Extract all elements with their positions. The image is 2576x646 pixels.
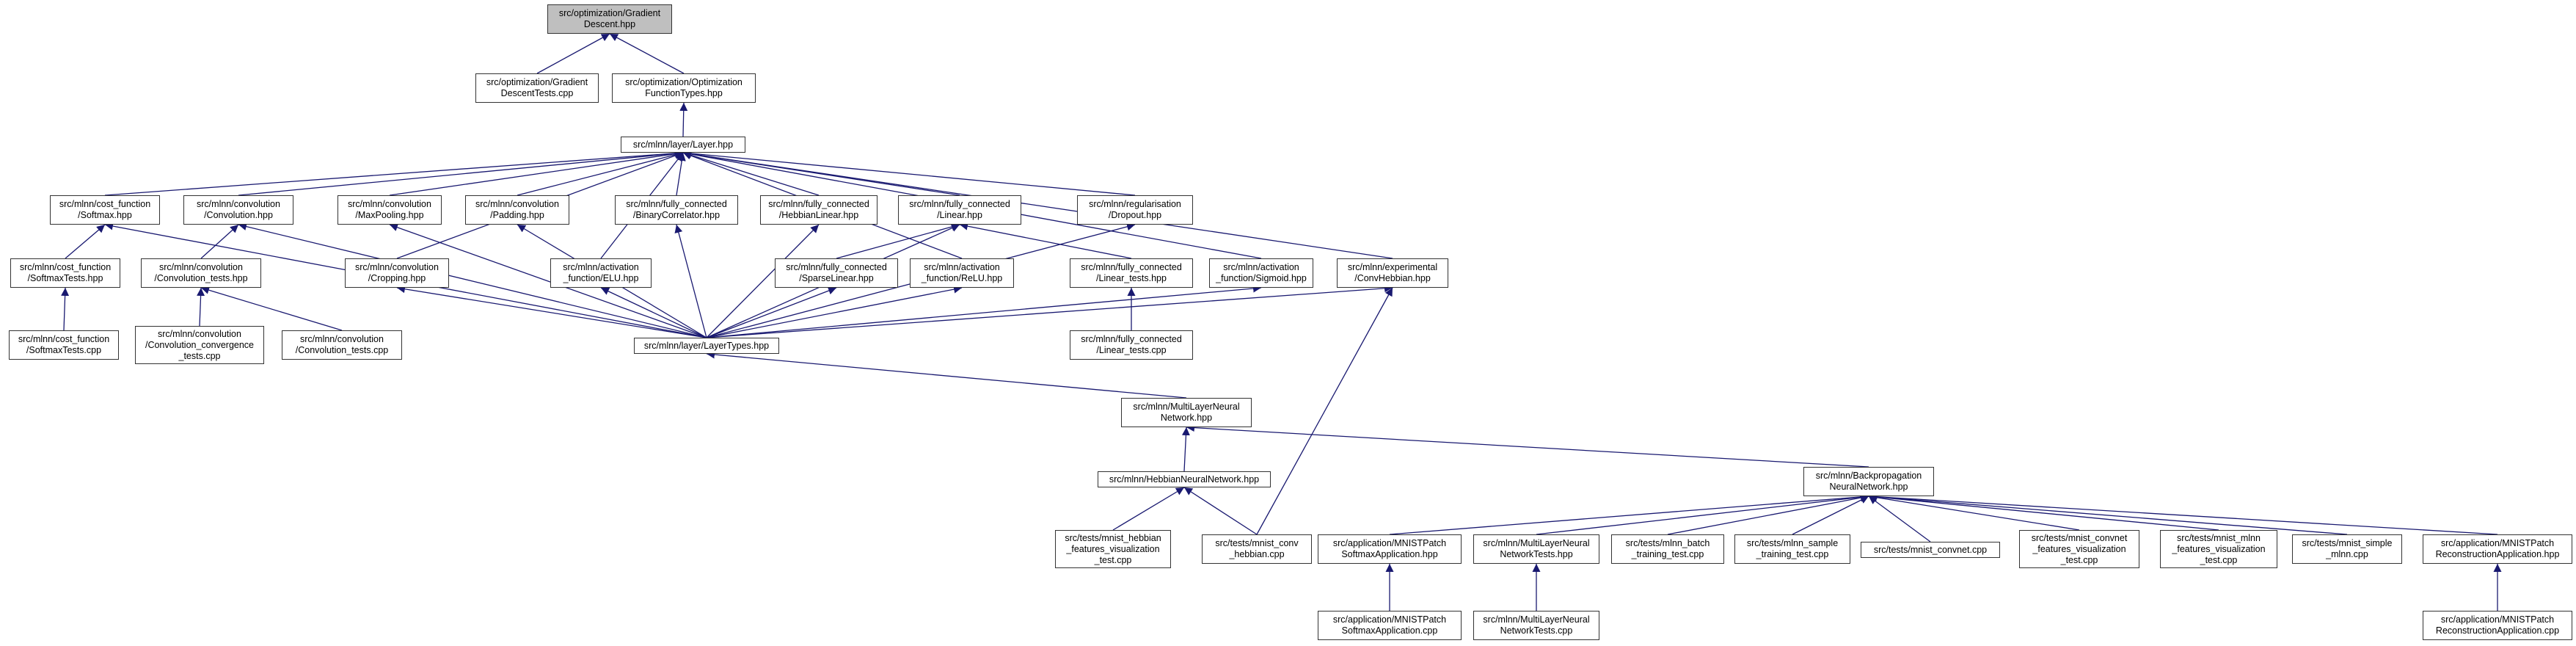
file-node-oft[interactable]: src/optimization/Optimization FunctionTy…	[612, 73, 756, 103]
file-node-appsoftmax[interactable]: src/application/MNISTPatch SoftmaxApplic…	[1318, 534, 1462, 564]
edge-layertypes-to-cropping	[396, 285, 707, 338]
edge-appsoftmax-to-bpnn	[1389, 493, 1869, 535]
edge-sparselin-to-linear	[836, 222, 960, 259]
edge-layertypes-to-bincorr	[674, 224, 707, 338]
edge-mlnnsample-to-bpnn	[1792, 496, 1869, 535]
file-node-softmax[interactable]: src/mlnn/cost_function /Softmax.hpp	[50, 195, 160, 225]
file-node-maxpool[interactable]: src/mlnn/convolution /MaxPooling.hpp	[337, 195, 442, 225]
edge-conv-to-layer	[238, 149, 684, 196]
edge-mnistconvnet-to-bpnn	[1868, 496, 1931, 542]
file-node-mlnntestscpp[interactable]: src/mlnn/MultiLayerNeural NetworkTests.c…	[1473, 611, 1599, 640]
edge-convtests-to-conv	[200, 224, 239, 259]
file-node-mnisthebbvis[interactable]: src/tests/mnist_hebbian _features_visual…	[1055, 530, 1171, 568]
file-node-mlnnet[interactable]: src/mlnn/MultiLayerNeural Network.hpp	[1121, 398, 1252, 427]
file-node-convconv[interactable]: src/mlnn/convolution /Convolution_conver…	[135, 326, 264, 364]
edge-softmax-to-layer	[104, 149, 684, 196]
edge-mlnnet-to-layertypes	[706, 350, 1187, 399]
edge-layertypes-to-relu	[706, 285, 963, 338]
file-node-hebblin[interactable]: src/mlnn/fully_connected /HebbianLinear.…	[760, 195, 877, 225]
edge-mnisthebbvis-to-hebbnn	[1112, 487, 1185, 531]
edge-softmaxtests-to-softmax	[65, 224, 106, 259]
file-node-lineartests[interactable]: src/mlnn/fully_connected /Linear_tests.h…	[1070, 258, 1193, 288]
edge-layertypes-to-conv	[238, 222, 707, 338]
file-node-layertypes[interactable]: src/mlnn/layer/LayerTypes.hpp	[634, 338, 779, 354]
file-node-mnistconvnetvis[interactable]: src/tests/mnist_convnet _features_visual…	[2019, 530, 2139, 568]
edge-mnistmlnnvis-to-bpnn	[1868, 493, 2219, 531]
edge-layertypes-to-elu	[600, 287, 707, 338]
file-node-gd[interactable]: src/optimization/Gradient Descent.hpp	[547, 4, 672, 34]
file-node-cropping[interactable]: src/mlnn/convolution /Cropping.hpp	[345, 258, 449, 288]
edge-convtestscpp-to-convtests	[200, 286, 343, 331]
file-node-mnistsimple[interactable]: src/tests/mnist_simple _mlnn.cpp	[2292, 534, 2402, 564]
file-node-bpnn[interactable]: src/mlnn/Backpropagation NeuralNetwork.h…	[1803, 467, 1934, 496]
file-node-gdt[interactable]: src/optimization/Gradient DescentTests.c…	[475, 73, 599, 103]
edge-apprecon-to-bpnn	[1868, 493, 2498, 535]
file-node-mlnnbatch[interactable]: src/tests/mlnn_batch _training_test.cpp	[1611, 534, 1724, 564]
file-node-mlnnsample[interactable]: src/tests/mlnn_sample _training_test.cpp	[1734, 534, 1850, 564]
edge-mlnnbatch-to-bpnn	[1667, 493, 1869, 535]
edge-layertypes-to-sparselin	[706, 286, 837, 338]
edge-mnistconvnetvis-to-bpnn	[1868, 493, 2080, 531]
file-node-appsoftmaxcpp[interactable]: src/application/MNISTPatch SoftmaxApplic…	[1318, 611, 1462, 640]
file-node-convhebb[interactable]: src/mlnn/experimental /ConvHebbian.hpp	[1337, 258, 1448, 288]
file-node-linear[interactable]: src/mlnn/fully_connected /Linear.hpp	[898, 195, 1021, 225]
edge-padding-to-layer	[517, 150, 684, 196]
file-node-convtests[interactable]: src/mlnn/convolution /Convolution_tests.…	[141, 258, 261, 288]
file-node-sigmoid[interactable]: src/mlnn/activation _function/Sigmoid.hp…	[1209, 258, 1313, 288]
edge-oft-to-gd	[609, 33, 685, 74]
file-node-conv[interactable]: src/mlnn/convolution /Convolution.hpp	[183, 195, 293, 225]
file-node-softmaxtests[interactable]: src/mlnn/cost_function /SoftmaxTests.hpp	[10, 258, 120, 288]
file-node-lineartestscpp[interactable]: src/mlnn/fully_connected /Linear_tests.c…	[1070, 330, 1193, 360]
file-node-sparselin[interactable]: src/mlnn/fully_connected /SparseLinear.h…	[775, 258, 898, 288]
file-node-mlnntests[interactable]: src/mlnn/MultiLayerNeural NetworkTests.h…	[1473, 534, 1599, 564]
file-node-hebbnn[interactable]: src/mlnn/HebbianNeuralNetwork.hpp	[1098, 471, 1271, 487]
file-node-mnistconvhebb[interactable]: src/tests/mnist_conv _hebbian.cpp	[1202, 534, 1312, 564]
edge-layertypes-to-maxpool	[389, 223, 707, 338]
edge-layer-to-oft	[679, 102, 688, 137]
edge-maxpool-to-layer	[389, 150, 684, 196]
edge-convconv-to-convtests	[197, 287, 205, 327]
edge-gdt-to-gd	[536, 33, 610, 74]
file-node-convtestscpp[interactable]: src/mlnn/convolution /Convolution_tests.…	[282, 330, 402, 360]
edge-mnistsimple-to-bpnn	[1868, 493, 2348, 535]
edge-mlnntests-to-bpnn	[1536, 493, 1869, 535]
file-node-layer[interactable]: src/mlnn/layer/Layer.hpp	[621, 137, 745, 153]
edge-bpnn-to-mlnnet	[1186, 424, 1869, 468]
file-node-bincorr[interactable]: src/mlnn/fully_connected /BinaryCorrelat…	[615, 195, 738, 225]
file-node-appreconcpp[interactable]: src/application/MNISTPatch Reconstructio…	[2423, 611, 2572, 640]
edge-layertypes-to-hebblin	[706, 224, 820, 338]
edge-mnistconvhebb-to-convhebb	[1256, 287, 1393, 535]
file-node-padding[interactable]: src/mlnn/convolution /Padding.hpp	[465, 195, 569, 225]
edge-hebbnn-to-mlnnet	[1181, 427, 1190, 472]
file-node-apprecon[interactable]: src/application/MNISTPatch Reconstructio…	[2423, 534, 2572, 564]
edge-dropout-to-layer	[682, 149, 1136, 196]
edge-bincorr-to-layer	[676, 152, 686, 196]
edge-layertypes-to-convhebb	[706, 284, 1393, 338]
edge-convhebb-to-layer	[682, 150, 1393, 259]
file-node-softmaxtestscpp[interactable]: src/mlnn/cost_function /SoftmaxTests.cpp	[9, 330, 119, 360]
edge-lineartests-to-linear	[959, 222, 1132, 259]
edge-softmaxtestscpp-to-softmaxtests	[61, 287, 70, 331]
file-node-mnistmlnnvis[interactable]: src/tests/mnist_mlnn _features_visualiza…	[2160, 530, 2277, 568]
edge-hebblin-to-layer	[682, 151, 820, 196]
edge-mnistconvhebb-to-hebbnn	[1183, 487, 1258, 535]
file-node-mnistconvnet[interactable]: src/tests/mnist_convnet.cpp	[1861, 542, 2000, 558]
file-node-elu[interactable]: src/mlnn/activation _function/ELU.hpp	[550, 258, 652, 288]
file-node-relu[interactable]: src/mlnn/activation _function/ReLU.hpp	[910, 258, 1014, 288]
file-node-dropout[interactable]: src/mlnn/regularisation /Dropout.hpp	[1077, 195, 1193, 225]
edge-layertypes-to-sigmoid	[706, 284, 1262, 338]
